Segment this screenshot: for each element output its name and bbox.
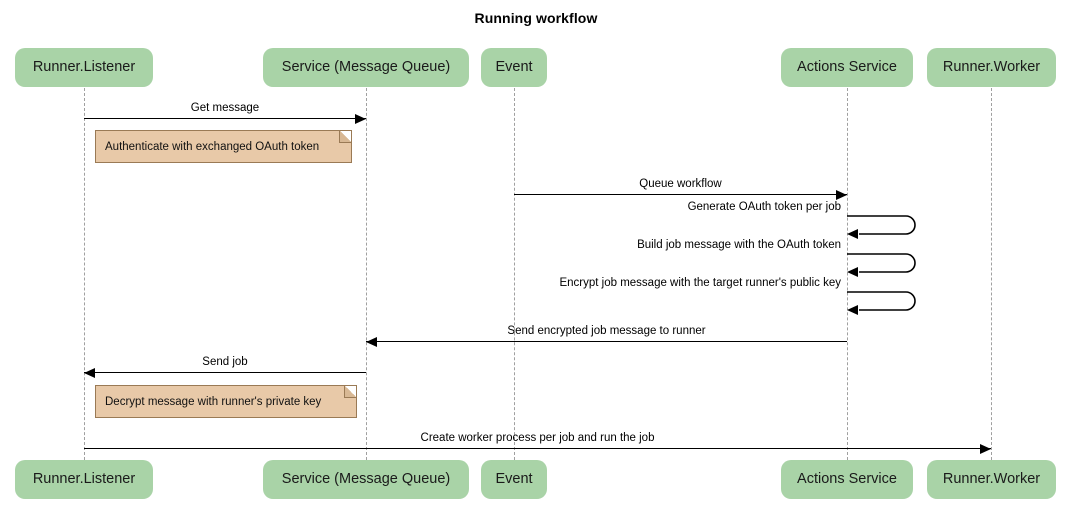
lifeline-runner_worker [991,88,992,460]
message-label: Encrypt job message with the target runn… [559,277,841,289]
arrowhead-left [366,336,377,347]
participant-bottom-runner_worker[interactable]: Runner.Worker [927,460,1056,499]
message-label: Get message [190,102,260,114]
message-line [514,194,847,195]
message-label: Send encrypted job message to runner [507,325,706,337]
arrowhead-left [84,367,95,378]
participant-label: Actions Service [797,59,897,75]
page-title: Running workflow [474,10,598,26]
arrowhead-left [847,304,858,315]
note-fold-corner-icon [339,131,351,143]
arrowhead-right [355,113,366,124]
lifeline-event [514,88,515,460]
message-label: Build job message with the OAuth token [637,239,841,251]
participant-bottom-service_mq[interactable]: Service (Message Queue) [263,460,469,499]
participant-label: Service (Message Queue) [281,471,451,487]
lifeline-service_mq [366,88,367,460]
note-2: Decrypt message with runner's private ke… [95,385,357,418]
participant-label: Runner.Worker [942,471,1041,487]
note-text: Authenticate with exchanged OAuth token [105,140,320,153]
note-1: Authenticate with exchanged OAuth token [95,130,352,163]
message-label: Generate OAuth token per job [687,201,841,213]
participant-top-service_mq[interactable]: Service (Message Queue) [263,48,469,87]
arrowhead-left [847,266,858,277]
message-label: Queue workflow [639,178,722,190]
participant-label: Event [495,59,533,75]
message-line [84,372,366,373]
participant-top-runner_listener[interactable]: Runner.Listener [15,48,153,87]
participant-label: Event [495,471,533,487]
participant-label: Runner.Listener [32,471,136,487]
message-label: Create worker process per job and run th… [420,432,655,444]
participant-label: Runner.Listener [32,59,136,75]
participant-top-actions_service[interactable]: Actions Service [781,48,913,87]
participant-label: Runner.Worker [942,59,1041,75]
arrowhead-right [980,443,991,454]
message-line [84,448,991,449]
arrowhead-right [836,189,847,200]
participant-label: Service (Message Queue) [281,59,451,75]
participant-bottom-event[interactable]: Event [481,460,547,499]
note-text: Decrypt message with runner's private ke… [105,395,322,408]
participant-bottom-runner_listener[interactable]: Runner.Listener [15,460,153,499]
note-fold-corner-icon [344,386,356,398]
message-line [366,341,847,342]
message-line [84,118,366,119]
participant-label: Actions Service [797,471,897,487]
self-message-path [847,253,919,279]
message-label: Send job [202,356,248,368]
participant-top-event[interactable]: Event [481,48,547,87]
lifeline-runner_listener [84,88,85,460]
participant-bottom-actions_service[interactable]: Actions Service [781,460,913,499]
participant-top-runner_worker[interactable]: Runner.Worker [927,48,1056,87]
arrowhead-left [847,228,858,239]
self-message-path [847,215,919,241]
self-message-path [847,291,919,317]
